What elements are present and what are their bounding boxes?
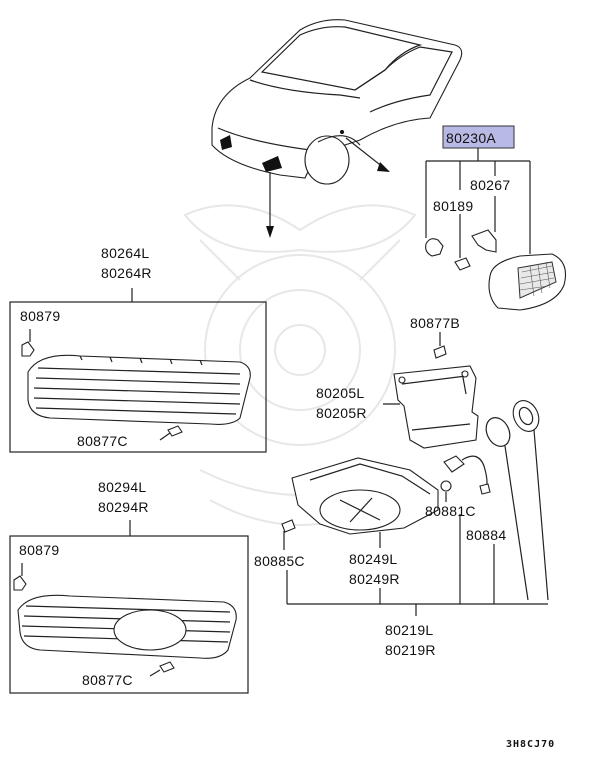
fog-lamp bbox=[291, 457, 439, 548]
fog-socket-harness bbox=[440, 455, 491, 502]
screw-80877B bbox=[433, 345, 447, 359]
label-80879-lower: 80879 bbox=[19, 542, 59, 558]
screw-80885C bbox=[281, 519, 296, 533]
label-80885C: 80885C bbox=[254, 553, 305, 569]
label-80205L: 80205L bbox=[316, 385, 365, 401]
upper-grille-group bbox=[9, 288, 267, 453]
label-80294L: 80294L bbox=[98, 479, 147, 495]
side-marker-group bbox=[425, 125, 567, 311]
assembly-bracket-80219 bbox=[286, 514, 548, 616]
label-80230A: 80230A bbox=[446, 130, 496, 146]
bulb-socket bbox=[454, 257, 471, 271]
clip-80879-upper bbox=[21, 341, 35, 357]
screw-80877C-upper bbox=[167, 425, 183, 437]
leader-arrows bbox=[266, 137, 390, 238]
label-80205R: 80205R bbox=[316, 405, 367, 421]
clip-80879-lower bbox=[13, 575, 27, 591]
label-80877C-upper: 80877C bbox=[77, 433, 128, 449]
lower-grille-part bbox=[17, 594, 237, 659]
screw-80877C-lower bbox=[159, 661, 175, 673]
lower-grille-group bbox=[9, 520, 249, 694]
bulb-80189 bbox=[425, 238, 444, 257]
label-80877B: 80877B bbox=[410, 315, 460, 331]
car-body bbox=[211, 19, 463, 185]
lower-grille-frame bbox=[9, 535, 249, 694]
label-80267: 80267 bbox=[470, 177, 510, 193]
label-80219L: 80219L bbox=[385, 622, 434, 638]
fog-bracket bbox=[383, 365, 479, 449]
label-80879-upper: 80879 bbox=[20, 308, 60, 324]
label-80219R: 80219R bbox=[385, 642, 436, 658]
label-80881C: 80881C bbox=[425, 503, 476, 519]
label-80189: 80189 bbox=[433, 198, 473, 214]
label-80249L: 80249L bbox=[349, 551, 398, 567]
clip-80267 bbox=[471, 229, 497, 253]
label-80294R: 80294R bbox=[98, 499, 149, 515]
upper-grille-part bbox=[27, 354, 251, 425]
label-80264L: 80264L bbox=[101, 245, 150, 261]
side-marker-lamp bbox=[488, 253, 567, 311]
label-80264R: 80264R bbox=[101, 265, 152, 281]
label-80877C-lower: 80877C bbox=[82, 672, 133, 688]
upper-grille-frame bbox=[9, 301, 267, 453]
fog-ring-and-bulb bbox=[485, 400, 549, 601]
label-80884: 80884 bbox=[466, 527, 506, 543]
label-80249R: 80249R bbox=[349, 571, 400, 587]
drawing-code: 3H8CJ70 bbox=[506, 739, 555, 750]
